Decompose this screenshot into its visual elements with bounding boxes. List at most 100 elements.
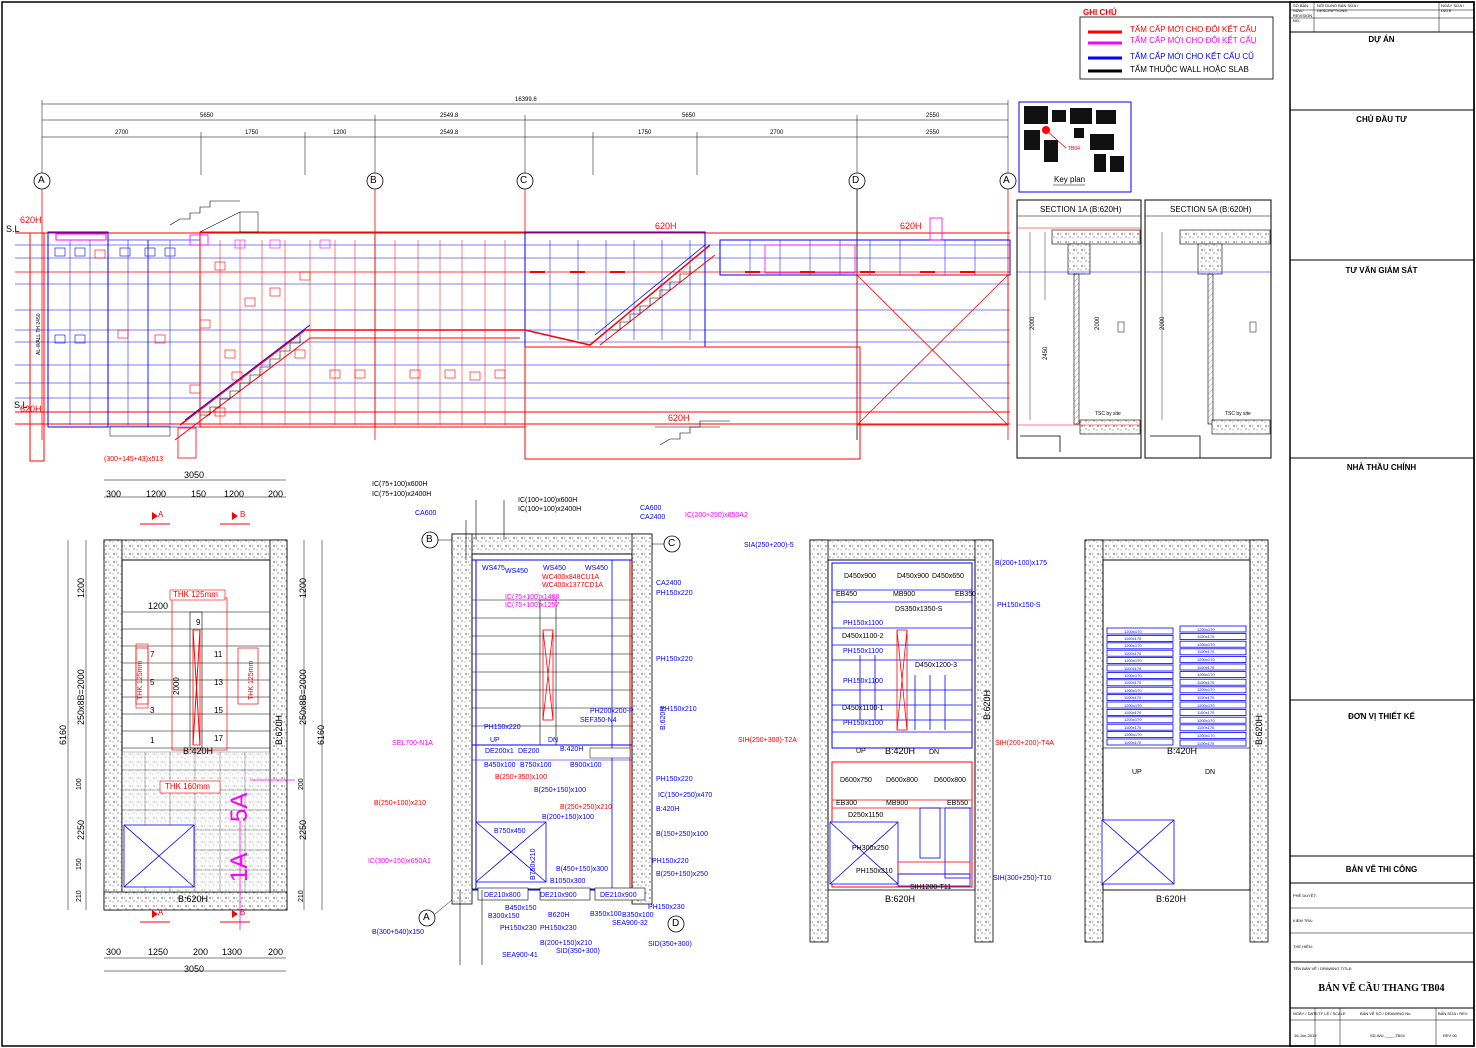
- tread-panel: [1179, 656, 1247, 663]
- p1-inner-dim: 1200: [148, 601, 169, 611]
- drawing-label: D450x1100-1: [842, 705, 884, 712]
- du-an-label: DỰ ÁN: [1368, 35, 1395, 44]
- elevation-callout: (300+145+43)x513: [104, 456, 164, 463]
- drawing-label: D600x800: [886, 777, 918, 784]
- footer-dwg-label: BẢN VẼ SỐ / DRAWING No.: [1360, 1011, 1412, 1016]
- drawing-label: SIH(250+300)-T2A: [738, 737, 797, 744]
- tread-panel: [1179, 694, 1247, 701]
- tread-panel: [1179, 625, 1247, 633]
- dim-l2-6: 2550: [926, 130, 940, 136]
- p1-bot-dim-1: 1250: [148, 947, 169, 957]
- tread-label: 1200x170: [1124, 732, 1142, 738]
- p1-left-dim-4: 210: [76, 890, 83, 902]
- drawing-label: PH150x220: [484, 724, 521, 731]
- tread-label: 1100x170: [1197, 664, 1215, 670]
- level-sl-1: S.L: [6, 224, 20, 234]
- legend-item-blue: TẤM CẤP MỚI CHO KẾT CẤU CŨ: [1130, 52, 1254, 61]
- p1-mark-a-top: A: [158, 510, 164, 519]
- key-plan-tag: TB04: [1068, 146, 1080, 152]
- footer-dwg-value: SD-WU-____-TB04: [1370, 1033, 1405, 1038]
- drawing-label: PH150x1100: [843, 620, 883, 627]
- drawing-label: B450x100: [484, 762, 516, 769]
- drawing-label: D600x750: [840, 777, 872, 784]
- footer-scale-label: TỶ LỆ / SCALE: [1318, 1011, 1346, 1016]
- plan-view-1: [67, 479, 323, 972]
- dim-l2-1: 1750: [245, 130, 259, 136]
- level-620h-4: 620H: [20, 404, 42, 414]
- drawing-label: SEL700-N1A: [392, 740, 433, 747]
- tread-label: 1200x170: [1124, 643, 1142, 649]
- drawing-label: PH150x210: [660, 706, 697, 713]
- dim-l1-3: 2550: [926, 113, 940, 119]
- p1-right-dim-3: 200: [298, 778, 305, 790]
- ban-ve-label: BẢN VẼ THI CÔNG: [1345, 865, 1418, 874]
- drawing-label: PH150x230: [500, 925, 537, 932]
- tread-panel: [1106, 642, 1174, 650]
- tread-panel: [1179, 724, 1247, 732]
- drawing-label: WS450: [585, 565, 608, 572]
- p1-step-5: 5: [150, 678, 155, 687]
- drawing-label: PH150x220: [652, 858, 689, 865]
- drawing-label: PH150x230: [540, 925, 577, 932]
- drawing-label: B750x100: [520, 762, 552, 769]
- drawing-label: MB900: [886, 800, 909, 807]
- drawing-label: EB450: [836, 591, 858, 598]
- tread-label: 1200x170: [1124, 658, 1142, 664]
- p1-left-dim-0: 1200: [76, 577, 86, 598]
- drawing-label: PH150x1100: [843, 720, 883, 727]
- drawing-label: B(200+150)x210: [540, 940, 592, 947]
- drawing-label: SID(350+300): [556, 948, 600, 955]
- drawing-label: EB300: [836, 800, 858, 807]
- wall-note: AL-WALL TH 2450: [36, 313, 42, 355]
- tread-label: 1200x170: [1124, 687, 1142, 693]
- p1-mark-b-top: B: [240, 510, 246, 519]
- drawing-label: D450x900: [844, 573, 876, 580]
- p1-top-dim-2: 150: [191, 489, 207, 499]
- tread-panel: [1179, 709, 1247, 716]
- drawing-label: B350x100: [622, 912, 654, 919]
- tread-label: 1200x170: [1124, 628, 1142, 634]
- drawing-label: WS475: [482, 565, 505, 572]
- plan-view-4: [1084, 539, 1269, 943]
- drawing-label: DE210x800: [484, 892, 521, 899]
- drawing-label: PH200x200-P: [590, 708, 634, 715]
- rev-desc-header: NỘI DUNG BẢN SỬA / DESCRIPTIONS: [1317, 3, 1359, 13]
- drawing-label: PH150x150-S: [997, 602, 1041, 609]
- p1-top-dim-3: 1200: [224, 489, 245, 499]
- dim-l2-3: 2549.8: [440, 130, 459, 136]
- p1-step-17: 17: [214, 734, 223, 743]
- drawing-label: PH150x220: [656, 656, 693, 663]
- tread-label: 1200x170: [1197, 687, 1215, 693]
- plan-view-2: [418, 500, 685, 965]
- tread-panel: [1179, 678, 1247, 686]
- drawing-label: DE200x1: [485, 748, 514, 755]
- dim-l1-1: 2549.8: [440, 113, 459, 119]
- tread-panel: [1179, 663, 1247, 671]
- p1-step-15: 15: [214, 706, 223, 715]
- drawing-label: B:420H: [656, 806, 680, 813]
- stair-elevation: [15, 100, 1017, 462]
- tread-label: 1100x170: [1124, 665, 1142, 671]
- section-5a-note: TSC by site: [1225, 411, 1251, 417]
- drawing-label: B:420H: [885, 746, 916, 756]
- tu-van-label: TƯ VẤN GIÁM SÁT: [1345, 266, 1418, 275]
- drawing-label: B(150+250)x100: [656, 831, 708, 838]
- tread-panel: [1179, 739, 1247, 747]
- tread-label: 1100x170: [1124, 724, 1142, 730]
- tread-panel: [1179, 701, 1247, 709]
- grid-d: D: [852, 175, 860, 186]
- drawing-label: IC(200+250)x650A2: [685, 512, 748, 519]
- tread-label: 1200x170: [1197, 641, 1215, 647]
- grid-c: C: [520, 175, 528, 186]
- p1-bot-total: 3050: [184, 964, 205, 974]
- drawing-label: IC(100+100)x600H: [518, 497, 578, 504]
- drawing-label: B(250+350)x100: [495, 774, 547, 781]
- p1-left-dim-3: 2250: [76, 819, 86, 840]
- drawing-label: B(250+150)x100: [534, 787, 586, 794]
- legend-item-red: TẤM CẤP MỚI CHO ĐỔI KẾT CẤU: [1130, 25, 1257, 34]
- drawing-label: IC(75+100)x600H: [372, 481, 428, 488]
- p1-right-total: 6160: [316, 724, 326, 745]
- drawing-label: IC(75+100)x1468: [505, 594, 560, 601]
- rev-date-header: NGÀY SỬA / DATE: [1441, 3, 1465, 13]
- nha-thau-label: NHÀ THẦU CHÍNH: [1346, 463, 1417, 472]
